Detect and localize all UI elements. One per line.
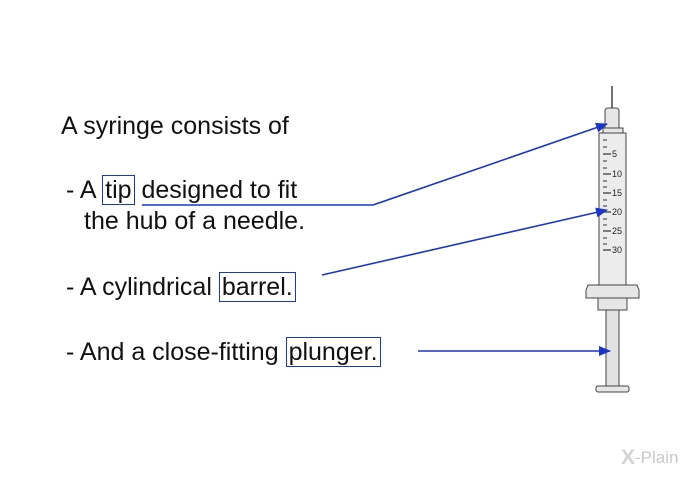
scale-label: 15 — [612, 188, 622, 198]
item-prefix: - And a close-fitting — [66, 338, 286, 366]
item-prefix: - A — [66, 176, 103, 204]
scale-label: 20 — [612, 207, 622, 217]
scale-label: 10 — [612, 169, 622, 179]
scale-label: 5 — [612, 149, 617, 159]
scale-label: 25 — [612, 226, 622, 236]
item-prefix: - A cylindrical — [66, 273, 219, 301]
item-suffix: designed to fit — [134, 176, 298, 204]
term-plunger: plunger. — [285, 337, 381, 367]
list-item-barrel: - A cylindrical barrel. — [66, 272, 296, 302]
arrow-tip — [142, 122, 608, 206]
logo: X-Plain — [621, 446, 678, 470]
list-item-plunger: - And a close-fitting plunger. — [66, 337, 381, 367]
term-barrel: barrel. — [218, 272, 296, 302]
logo-text: -Plain — [635, 448, 679, 467]
barrel-scale: 5 10 15 20 25 30 — [603, 139, 622, 255]
list-item-tip: - A tip designed to fit — [66, 175, 297, 205]
scale-label: 30 — [612, 245, 622, 255]
syringe-icon — [585, 86, 640, 393]
arrow-barrel — [321, 207, 608, 276]
term-tip: tip — [102, 175, 135, 205]
page-title: A syringe consists of — [61, 112, 289, 140]
list-item-tip-continuation: the hub of a needle. — [84, 207, 306, 235]
logo-icon: X — [621, 446, 636, 469]
